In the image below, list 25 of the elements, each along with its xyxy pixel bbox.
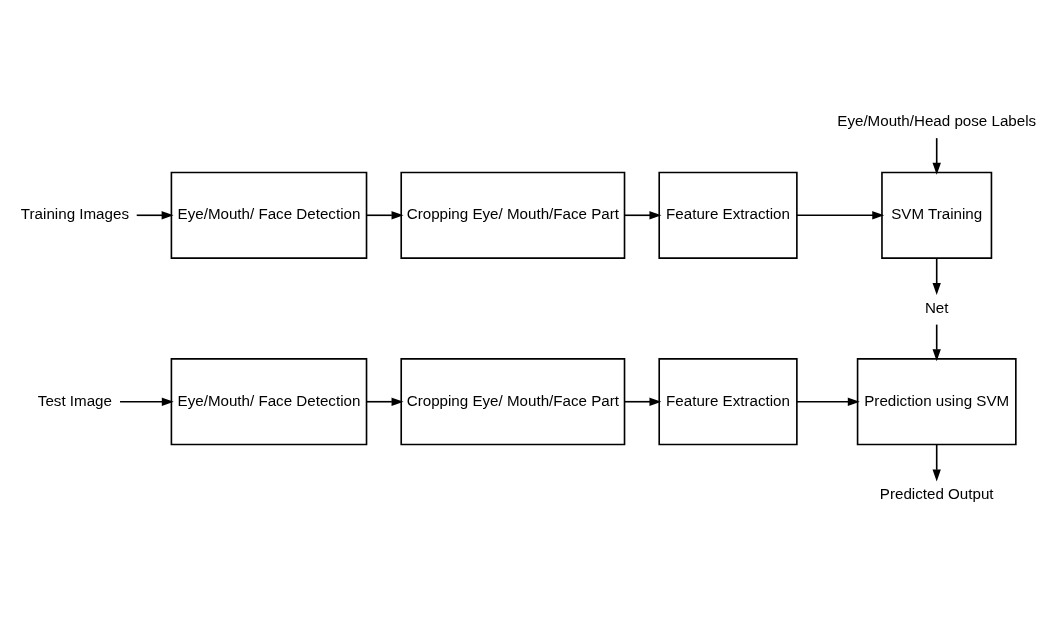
arrow xyxy=(932,137,941,175)
node-box: Feature Extraction xyxy=(658,171,798,259)
arrow xyxy=(932,443,941,482)
node-box: Eye/Mouth/ Face Detection xyxy=(170,358,368,446)
arrow xyxy=(365,397,404,406)
node-text: Training Images xyxy=(20,205,129,223)
node-text: Eye/Mouth/Head pose Labels xyxy=(837,112,1037,130)
node-text: Test Image xyxy=(37,391,112,409)
arrow xyxy=(796,211,885,220)
node-box: Prediction using SVM xyxy=(856,358,1017,446)
node-box: Cropping Eye/ Mouth/Face Part xyxy=(400,171,626,259)
arrow xyxy=(796,397,860,406)
node-box: Eye/Mouth/ Face Detection xyxy=(170,171,368,259)
node-text: Predicted Output xyxy=(879,484,994,502)
arrow xyxy=(119,397,174,406)
arrow xyxy=(624,397,662,406)
arrow xyxy=(365,211,404,220)
arrow xyxy=(932,323,941,362)
node-box: Cropping Eye/ Mouth/Face Part xyxy=(400,358,626,446)
arrow xyxy=(932,257,941,295)
node-box: SVM Training xyxy=(881,171,993,259)
node-text: Net xyxy=(924,298,949,316)
arrow xyxy=(135,211,174,220)
node-box: Feature Extraction xyxy=(658,358,798,446)
arrow xyxy=(624,211,662,220)
